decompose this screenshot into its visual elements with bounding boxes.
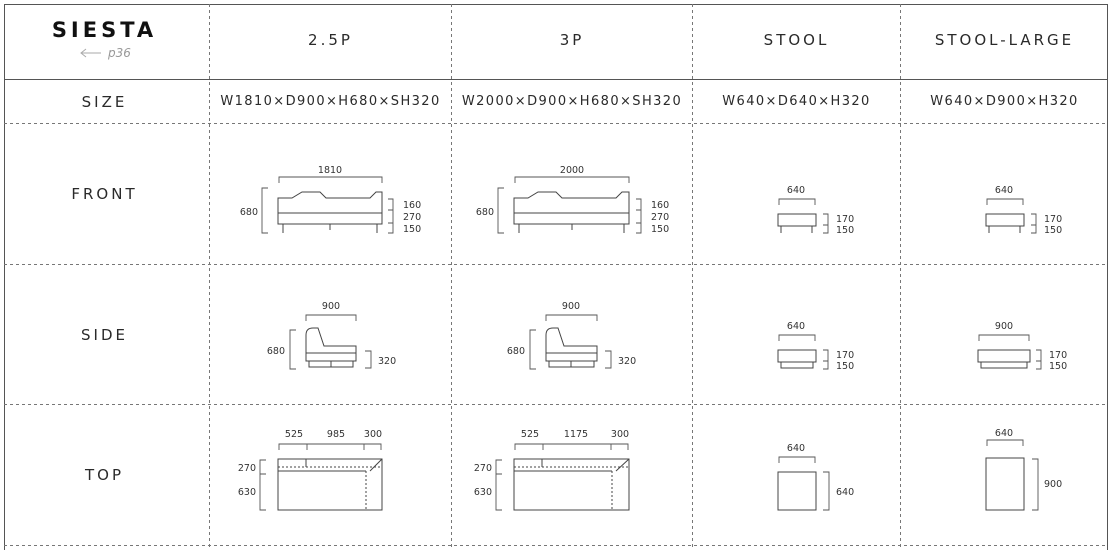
column-header-stool: STOOL — [763, 31, 830, 49]
top-stool-depth: 640 — [836, 487, 854, 498]
top-3p-w1: 525 — [521, 429, 539, 440]
side-stool-h2: 150 — [836, 361, 854, 372]
side-2-5p-depth: 900 — [322, 301, 340, 312]
front-2-5p-width: 1810 — [318, 165, 342, 176]
side-3p-height: 680 — [507, 346, 525, 357]
front-drawing-2-5p: 1810 680 160 270 150 — [240, 165, 421, 235]
side-stool-depth: 640 — [787, 321, 805, 332]
arrow-left-icon — [80, 48, 101, 58]
size-value-2-5p: W1810×D900×H680×SH320 — [220, 94, 441, 109]
front-stool-large-h2: 150 — [1044, 225, 1062, 236]
front-2-5p-height: 680 — [240, 207, 258, 218]
front-stool-h1: 170 — [836, 214, 854, 225]
front-drawing-stool: 640 170 150 — [777, 185, 854, 236]
row-label-top: TOP — [84, 466, 124, 484]
front-2-5p-h2: 270 — [403, 212, 421, 223]
front-stool-width: 640 — [787, 185, 805, 196]
product-name: SIESTA — [51, 18, 158, 42]
table-border — [4, 4, 1108, 550]
top-stool-large-depth: 900 — [1044, 479, 1062, 490]
top-3p-d2: 630 — [474, 487, 492, 498]
row-label-side: SIDE — [81, 325, 128, 344]
column-header-stool-large: STOOL-LARGE — [934, 31, 1075, 49]
top-drawing-3p: 525 1175 300 270 630 — [474, 429, 630, 511]
front-stool-large-width: 640 — [995, 185, 1013, 196]
column-header-3p: 3P — [559, 31, 585, 49]
row-label-front: FRONT — [71, 185, 138, 203]
page-reference-link[interactable]: p36 — [78, 46, 131, 60]
front-2-5p-h1: 160 — [403, 200, 421, 211]
top-2-5p-d2: 630 — [238, 487, 256, 498]
front-3p-h1: 160 — [651, 200, 669, 211]
front-stool-large-h1: 170 — [1044, 214, 1062, 225]
side-stool-h1: 170 — [836, 350, 854, 361]
size-value-3p: W2000×D900×H680×SH320 — [461, 94, 683, 109]
top-stool-width: 640 — [787, 443, 805, 454]
front-3p-h3: 150 — [651, 224, 669, 235]
top-2-5p-w1: 525 — [285, 429, 303, 440]
side-drawing-3p: 900 680 320 — [507, 301, 636, 370]
top-3p-w3: 300 — [611, 429, 629, 440]
top-stool-large-width: 640 — [995, 428, 1013, 439]
top-3p-w2: 1175 — [564, 429, 588, 440]
front-drawing-stool-large: 640 170 150 — [985, 185, 1062, 236]
row-label-size: SIZE — [81, 92, 128, 111]
front-3p-height: 680 — [476, 207, 494, 218]
top-2-5p-d1: 270 — [238, 463, 256, 474]
top-drawing-2-5p: 525 985 300 270 630 — [238, 429, 383, 511]
front-2-5p-h3: 150 — [403, 224, 421, 235]
column-header-2-5p: 2.5P — [308, 31, 353, 49]
side-2-5p-seat: 320 — [378, 356, 396, 367]
page-reference-label: p36 — [108, 46, 131, 60]
side-drawing-2-5p: 900 680 320 — [267, 301, 396, 370]
size-value-stool-large: W640×D900×H320 — [930, 94, 1079, 109]
side-2-5p-height: 680 — [267, 346, 285, 357]
size-value-stool: W640×D640×H320 — [722, 94, 871, 109]
front-drawing-3p: 2000 680 160 270 150 — [476, 165, 669, 235]
side-3p-seat: 320 — [618, 356, 636, 367]
top-drawing-stool-large: 640 900 — [985, 428, 1062, 511]
top-drawing-stool: 640 640 — [777, 443, 854, 511]
top-3p-d1: 270 — [474, 463, 492, 474]
side-stool-large-depth: 900 — [995, 321, 1013, 332]
front-3p-width: 2000 — [560, 165, 584, 176]
top-2-5p-w3: 300 — [364, 429, 382, 440]
side-drawing-stool-large: 900 170 150 — [977, 321, 1067, 372]
side-drawing-stool: 640 170 150 — [777, 321, 854, 372]
front-3p-h2: 270 — [651, 212, 669, 223]
side-stool-large-h2: 150 — [1049, 361, 1067, 372]
side-stool-large-h1: 170 — [1049, 350, 1067, 361]
top-2-5p-w2: 985 — [327, 429, 345, 440]
front-stool-h2: 150 — [836, 225, 854, 236]
side-3p-depth: 900 — [562, 301, 580, 312]
